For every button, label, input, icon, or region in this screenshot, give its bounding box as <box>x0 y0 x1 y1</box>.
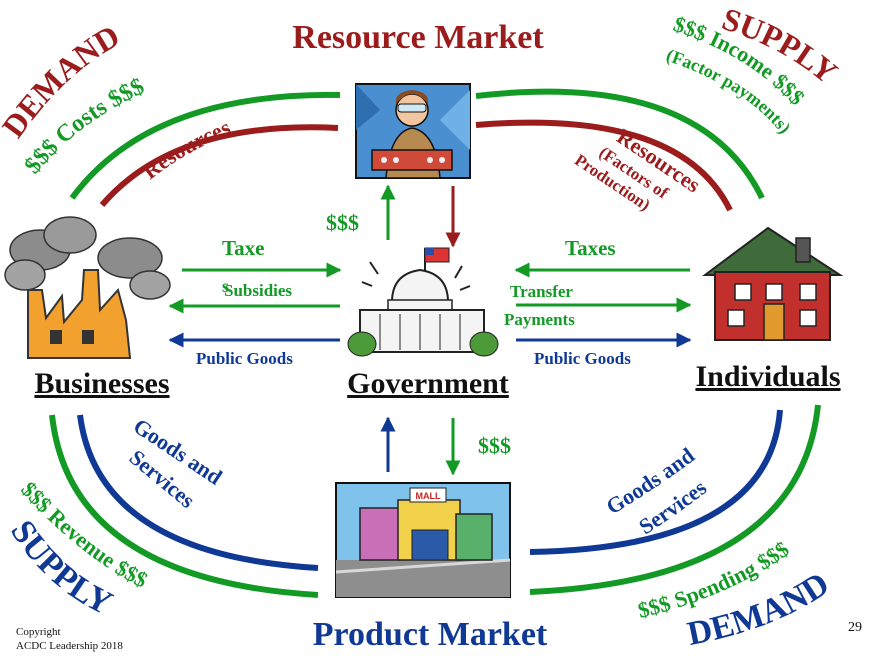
house-icon <box>701 226 844 341</box>
capitol-building-icon <box>347 247 499 357</box>
businesses-title: Businesses <box>34 367 169 400</box>
copyright-line1: Copyright <box>16 626 61 638</box>
arc-income-green <box>475 88 765 200</box>
taxes-left-label-s: s <box>222 276 229 296</box>
factory-icon <box>4 216 171 359</box>
transfer-label-line1: Transfer <box>510 282 573 301</box>
copyright-line2: ACDC Leadership 2018 <box>16 640 123 652</box>
arc-revenue-green <box>49 414 319 598</box>
page-number: 29 <box>848 620 862 635</box>
resource-market-title: Resource Market <box>292 19 544 56</box>
arc-resources-maroon-right <box>475 119 733 212</box>
government-title: Government <box>347 367 509 400</box>
public-goods-right-label: Public Goods <box>534 349 631 368</box>
arc-spending-green <box>529 404 821 595</box>
subsidies-label: Subsidies <box>224 281 292 300</box>
worker-icon <box>355 83 471 179</box>
mall-sign-text: MALL <box>416 491 441 501</box>
dollars-up-label: $$$ <box>326 210 359 235</box>
mall-icon: MALL <box>335 482 511 598</box>
arc-costs-green <box>69 91 341 200</box>
resources-label-left: Resources <box>138 114 234 184</box>
transfer-label-line2: Payments <box>504 310 575 329</box>
taxes-left-label: Taxe <box>222 236 264 260</box>
arc-goods-navy-left <box>77 414 319 571</box>
arc-goods-navy-right <box>529 409 783 555</box>
product-market-title: Product Market <box>313 616 548 653</box>
public-goods-left-label: Public Goods <box>196 349 293 368</box>
individuals-title: Individuals <box>695 360 840 393</box>
arc-resources-maroon-left <box>99 124 339 207</box>
taxes-right-label: Taxes <box>565 236 616 260</box>
dollars-down-label: $$$ <box>478 433 511 458</box>
